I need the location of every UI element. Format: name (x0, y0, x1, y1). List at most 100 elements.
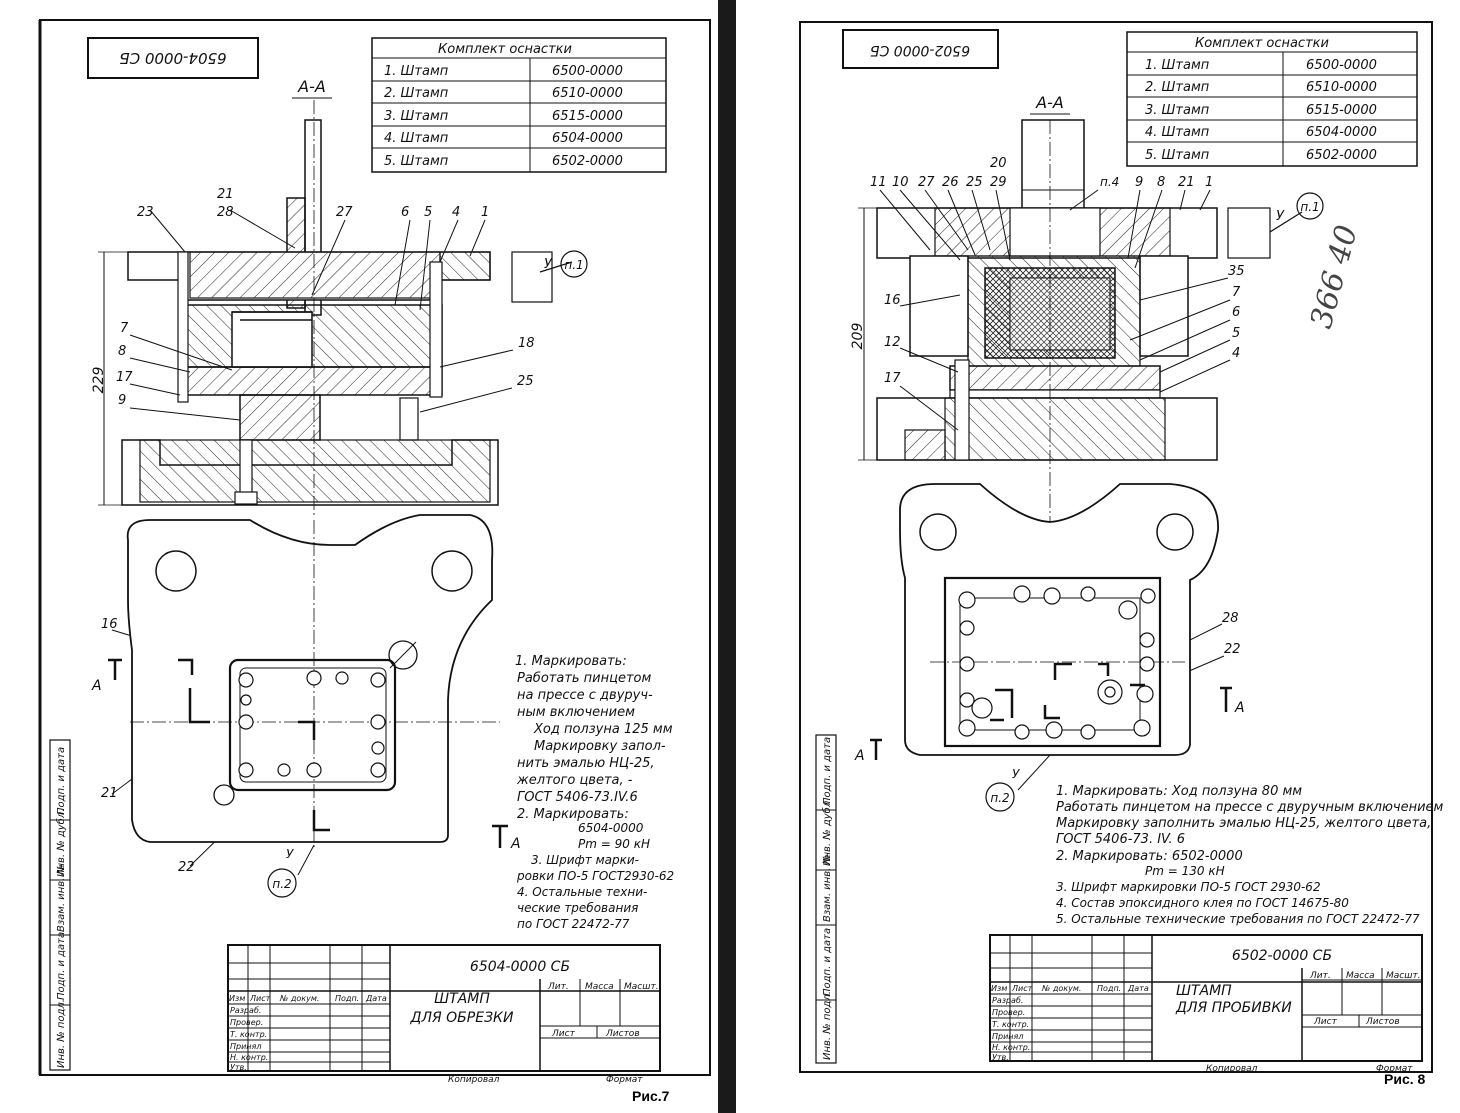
note-line: 6504-0000 (578, 821, 644, 835)
tb-header: Дата (1127, 984, 1149, 993)
tb-role: Принял (992, 1032, 1023, 1041)
tb-header: № докум. (1041, 984, 1081, 993)
designation-box: 6504-0000 СБ (87, 37, 259, 79)
kit-row-name: 1. Штамп (1145, 58, 1210, 73)
callout: 21 (101, 786, 118, 801)
tb-header: Изм (991, 984, 1007, 993)
tb-header: № докум. (279, 994, 319, 1003)
tb-header: Подп. (335, 994, 359, 1003)
kit-row-name: 5. Штамп (384, 154, 449, 169)
callout: 17 (884, 371, 901, 386)
tb-col: Лит. (547, 982, 569, 992)
kit-row-code: 6515-0000 (1306, 103, 1377, 118)
section-view: 209 п.1 У п.4 (850, 119, 1324, 745)
title-designation: 6502-0000 СБ (1232, 948, 1332, 964)
callout: 7 (120, 321, 129, 336)
callout: 8 (118, 344, 126, 359)
note-ref: п.2 (990, 791, 1009, 805)
callout: 5 (424, 205, 432, 220)
title-block: 6502-0000 СБ ШТАМП ДЛЯ ПРОБИВКИ Изм Лист… (989, 934, 1423, 1074)
note-line: Маркировку заполнить эмалью НЦ-25, желто… (1056, 816, 1431, 831)
callout: 8 (1157, 175, 1165, 190)
kit-title: Комплект оснастки (1195, 36, 1329, 51)
callout: 26 (942, 175, 959, 190)
note-line: ческие требования (517, 901, 638, 915)
callout: 1 (1205, 175, 1213, 190)
kit-table: Комплект оснастки 1. Штамп 6500-0000 2. … (371, 37, 667, 173)
note-line: Работать пинцетом (517, 671, 652, 686)
tb-role: Т. контр. (230, 1030, 267, 1039)
tb-col: Лит. (1309, 971, 1331, 981)
kit-row-code: 6500-0000 (552, 64, 623, 79)
view-mark: А (1234, 700, 1245, 716)
side-stamp: Подп. и дата Инв. № дубл. Взам. инв. № П… (815, 734, 837, 1064)
dimension-label: 229 (91, 367, 107, 394)
kit-table: Комплект оснастки 1. Штамп 6500-0000 2. … (1126, 31, 1418, 167)
stamp-label: Подп. и дата (822, 737, 833, 805)
callout: 11 (870, 175, 887, 190)
note-line: Маркировку запол- (534, 739, 666, 754)
tb-format: Формат (1376, 1064, 1413, 1074)
callout: 27 (918, 175, 935, 190)
kit-row-name: 1. Штамп (384, 64, 449, 79)
tb-role: Н. контр. (992, 1043, 1030, 1052)
tb-role: Разраб. (992, 996, 1023, 1005)
kit-row-name: 5. Штамп (1145, 148, 1210, 163)
stamp-label: Подп. и дата (56, 747, 67, 815)
kit-row-code: 6502-0000 (1306, 148, 1377, 163)
kit-title: Комплект оснастки (438, 42, 572, 57)
figure-label: Рис.7 (632, 1088, 670, 1104)
stamp-label: Подп. и дата (56, 932, 67, 1000)
view-mark: У (286, 847, 294, 861)
callout: 12 (884, 335, 901, 350)
callout: 17 (116, 370, 133, 385)
title-name: ШТАМП (434, 991, 490, 1007)
designation-rotated: 6504-0000 СБ (119, 49, 226, 67)
tb-sheets: Листов (1365, 1017, 1400, 1027)
sheet-right: 6502-0000 СБ Комплект оснастки 1. Штамп … (799, 21, 1444, 1087)
book-binding (718, 0, 736, 1113)
callout: 35 (1228, 264, 1245, 279)
view-mark: А (91, 678, 102, 694)
tb-header: Дата (365, 994, 387, 1003)
note-line: Ход ползуна 125 мм (533, 722, 673, 737)
view-mark: А (510, 836, 521, 852)
stamp-label: Инв. № подл. (56, 999, 67, 1068)
note-line: 5. Остальные технические требования по Г… (1056, 912, 1420, 926)
note-line: 3. Шрифт маркировки ПО-5 ГОСТ 2930-62 (1056, 880, 1321, 894)
note-ref: п.4 (1100, 175, 1119, 189)
tb-col: Масшт. (1386, 971, 1421, 981)
callout: 22 (1224, 642, 1241, 657)
dimension-label: 209 (850, 323, 866, 350)
stamp-label: Инв. № дубл. (55, 809, 67, 877)
stamp-label: Инв. № дубл. (821, 798, 833, 866)
side-stamp: Подп. и дата Инв. № дубл. Взам. инв. № П… (49, 739, 71, 1071)
note-line: 2. Маркировать: 6502-0000 (1056, 849, 1243, 864)
section-label: А-А (297, 77, 326, 96)
tb-sheets: Листов (605, 1029, 640, 1039)
note-line: 1. Маркировать: Ход ползуна 80 мм (1056, 784, 1302, 799)
kit-row-name: 2. Штамп (384, 86, 449, 101)
kit-row-name: 2. Штамп (1145, 80, 1210, 95)
tb-role: Утв. (230, 1063, 247, 1072)
callout: 22 (178, 860, 195, 875)
tb-format: Формат (606, 1075, 643, 1085)
callout: 29 (990, 175, 1007, 190)
figure-label: Рис. 8 (1384, 1071, 1426, 1087)
kit-row-name: 3. Штамп (1145, 103, 1210, 118)
callout: 16 (884, 293, 901, 308)
callouts: 21 28 23 27 6 5 4 1 7 8 17 9 18 25 16 21… (101, 187, 535, 875)
view-mark: У (1012, 767, 1020, 781)
kit-row-code: 6502-0000 (552, 154, 623, 169)
tb-role: Провер. (992, 1008, 1025, 1017)
callout: 9 (118, 393, 126, 408)
note-line: ГОСТ 5406-73. IV. 6 (1056, 832, 1185, 847)
kit-row-code: 6504-0000 (1306, 125, 1377, 140)
callout: 25 (517, 374, 534, 389)
note-line: ГОСТ 5406-73.IV.6 (517, 790, 638, 805)
note-ref: п.2 (272, 877, 291, 891)
callout: 21 (217, 187, 234, 202)
title-name: ДЛЯ ПРОБИВКИ (1175, 1000, 1292, 1016)
note-line: 4. Состав эпоксидного клея по ГОСТ 14675… (1056, 896, 1349, 910)
note-line: Pm = 130 кН (1145, 864, 1225, 878)
